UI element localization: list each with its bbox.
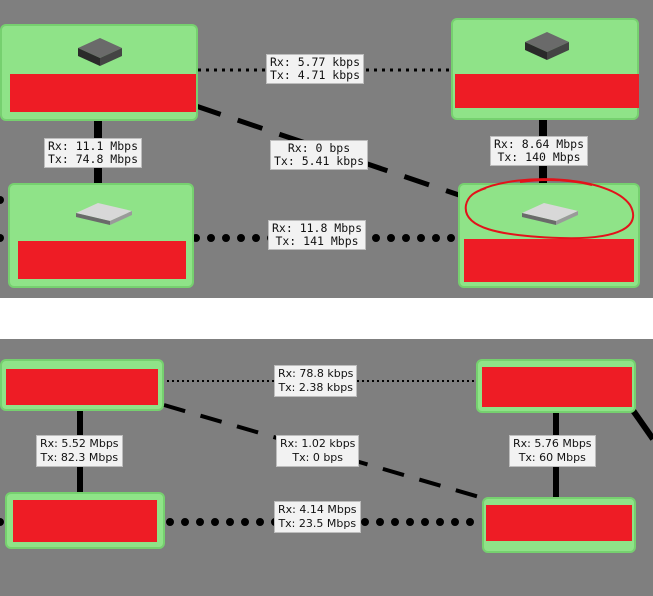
node-bottom-left[interactable] (8, 183, 194, 288)
link-label-right-vertical: Rx: 5.76 Mbps Tx: 60 Mbps (509, 435, 596, 467)
redacted-label (6, 369, 158, 405)
rx-rate: Rx: 1.02 kbps (280, 437, 356, 450)
tx-rate: Tx: 141 Mbps (275, 234, 359, 248)
rx-rate: Rx: 11.8 Mbps (272, 221, 363, 235)
tx-rate: Tx: 2.38 kbps (278, 381, 353, 394)
tx-rate: Tx: 23.5 Mbps (278, 517, 357, 530)
topology-view-bottom: Rx: 78.8 kbps Tx: 2.38 kbps Rx: 1.02 kbp… (0, 339, 653, 596)
redacted-label (464, 239, 634, 282)
node-top-right[interactable] (451, 18, 639, 120)
tx-rate: Tx: 0 bps (292, 451, 344, 464)
redacted-label (482, 367, 632, 407)
link-offscreen-right (629, 407, 653, 441)
tx-rate: Tx: 140 Mbps (497, 150, 581, 164)
node-bottom-left[interactable] (5, 492, 165, 549)
rx-rate: Rx: 11.1 Mbps (48, 139, 139, 153)
link-label-right-vertical: Rx: 8.64 Mbps Tx: 140 Mbps (490, 136, 589, 166)
link-label-top-pair: Rx: 78.8 kbps Tx: 2.38 kbps (274, 365, 358, 397)
redacted-label (486, 505, 632, 541)
rx-rate: Rx: 78.8 kbps (278, 367, 354, 380)
router-icon (525, 32, 569, 60)
link-label-left-vertical: Rx: 11.1 Mbps Tx: 74.8 Mbps (44, 138, 143, 168)
node-top-right[interactable] (476, 359, 636, 413)
redacted-label (455, 74, 639, 108)
rx-rate: Rx: 8.64 Mbps (494, 137, 585, 151)
node-top-left[interactable] (0, 24, 198, 121)
redacted-label (10, 74, 196, 112)
link-label-bottom-pair: Rx: 4.14 Mbps Tx: 23.5 Mbps (274, 501, 361, 533)
tx-rate: Tx: 5.41 kbps (274, 154, 365, 168)
rx-rate: Rx: 5.52 Mbps (40, 437, 119, 450)
switch-icon (76, 203, 132, 225)
router-icon (78, 38, 122, 66)
link-label-left-vertical: Rx: 5.52 Mbps Tx: 82.3 Mbps (36, 435, 123, 467)
rx-rate: Rx: 4.14 Mbps (278, 503, 357, 516)
link-label-bottom-pair: Rx: 11.8 Mbps Tx: 141 Mbps (268, 220, 367, 250)
node-top-left[interactable] (0, 359, 164, 411)
rx-rate: Rx: 5.76 Mbps (513, 437, 592, 450)
redacted-label (13, 500, 157, 542)
link-label-diagonal: Rx: 1.02 kbps Tx: 0 bps (276, 435, 360, 467)
rx-rate: Rx: 0 bps (287, 141, 351, 155)
tx-rate: Tx: 60 Mbps (518, 451, 586, 464)
node-bottom-right[interactable] (482, 497, 636, 553)
link-label-diagonal: Rx: 0 bps Tx: 5.41 kbps (270, 140, 369, 170)
tx-rate: Tx: 4.71 kbps (270, 68, 361, 82)
topology-view-top: Rx: 5.77 kbps Tx: 4.71 kbps Rx: 0 bps Tx… (0, 0, 653, 298)
tx-rate: Tx: 82.3 Mbps (40, 451, 119, 464)
redacted-label (18, 241, 186, 279)
tx-rate: Tx: 74.8 Mbps (48, 152, 139, 166)
link-label-top-pair: Rx: 5.77 kbps Tx: 4.71 kbps (266, 54, 365, 84)
switch-icon (522, 203, 578, 225)
node-bottom-right[interactable] (458, 183, 640, 288)
rx-rate: Rx: 5.77 kbps (270, 55, 361, 69)
